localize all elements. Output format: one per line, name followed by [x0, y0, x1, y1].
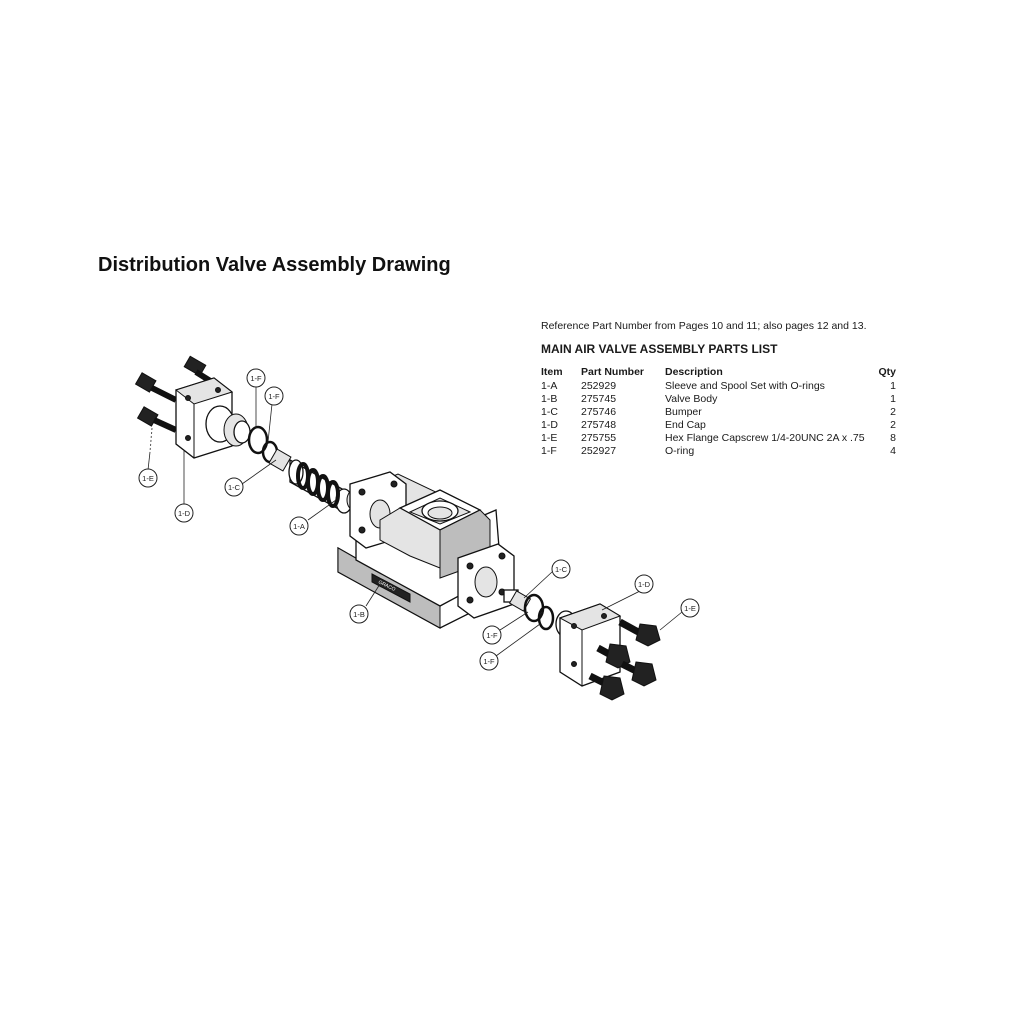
cell-item: 1-A: [541, 380, 558, 392]
left-capscrew-upper: [183, 355, 214, 385]
table-row: 1-B 275745 Valve Body 1: [541, 393, 896, 406]
callout-1D-right: 1-D: [634, 574, 654, 594]
callout-1F-right-lower: 1-F: [479, 651, 499, 671]
callout-1F-left-top: 1-F: [246, 368, 266, 388]
callout-1B: 1-B: [349, 604, 369, 624]
reference-note: Reference Part Number from Pages 10 and …: [541, 320, 867, 332]
right-capscrew-upper: [618, 618, 661, 647]
left-end-cap: [174, 377, 251, 459]
left-o-ring-1: [247, 425, 269, 455]
parts-list-heading: MAIN AIR VALVE ASSEMBLY PARTS LIST: [541, 342, 778, 356]
callout-1E-right: 1-E: [680, 598, 700, 618]
right-o-ring-1: [523, 593, 545, 623]
callout-1D-left: 1-D: [174, 503, 194, 523]
left-bumper: [268, 448, 292, 472]
callout-1C-right: 1-C: [551, 559, 571, 579]
cell-part-number: 275748: [581, 419, 617, 431]
callout-1A: 1-A: [289, 516, 309, 536]
svg-text:1-A: 1-A: [293, 522, 305, 531]
cell-qty: 1: [890, 380, 896, 392]
right-capscrew-mid-2: [620, 660, 657, 687]
cell-part-number: 252929: [581, 380, 617, 392]
cell-qty: 2: [890, 419, 896, 431]
svg-text:1-F: 1-F: [250, 374, 262, 383]
cell-part-number: 275755: [581, 432, 617, 444]
callout-1E-left: 1-E: [138, 468, 158, 488]
cell-qty: 2: [890, 406, 896, 418]
cell-description: Sleeve and Spool Set with O-rings: [665, 380, 825, 392]
cell-item: 1-C: [541, 406, 558, 418]
right-end-cap: [555, 603, 622, 687]
cell-item: 1-F: [541, 445, 557, 457]
left-capscrew-upper-2: [134, 372, 178, 403]
svg-text:1-D: 1-D: [178, 509, 191, 518]
cell-part-number: 252927: [581, 445, 617, 457]
svg-text:1-E: 1-E: [684, 604, 696, 613]
right-o-ring-2: [537, 605, 555, 631]
svg-text:1-D: 1-D: [638, 580, 651, 589]
cell-description: Hex Flange Capscrew 1/4-20UNC 2A x .75: [665, 432, 865, 444]
cell-part-number: 275745: [581, 393, 617, 405]
cell-qty: 1: [890, 393, 896, 405]
svg-text:1-F: 1-F: [483, 657, 495, 666]
parts-table: Item Part Number Description Qty 1-A 252…: [541, 366, 896, 458]
column-header-description: Description: [665, 366, 723, 378]
svg-text:1-C: 1-C: [555, 565, 568, 574]
cell-qty: 8: [890, 432, 896, 444]
svg-text:1-F: 1-F: [486, 631, 498, 640]
column-header-qty: Qty: [878, 366, 896, 378]
table-row: 1-F 252927 O-ring 4: [541, 445, 896, 458]
valve-body: GRACO: [337, 471, 519, 629]
svg-text:1-B: 1-B: [353, 610, 365, 619]
table-row: 1-C 275746 Bumper 2: [541, 406, 896, 419]
column-header-item: Item: [541, 366, 563, 378]
parts-table-header: Item Part Number Description Qty: [541, 366, 896, 380]
callout-1F-left-second: 1-F: [264, 386, 284, 406]
cell-description: End Cap: [665, 419, 706, 431]
callout-1C-left: 1-C: [224, 477, 244, 497]
cell-qty: 4: [890, 445, 896, 457]
cell-item: 1-B: [541, 393, 558, 405]
cell-description: Bumper: [665, 406, 702, 418]
table-row: 1-E 275755 Hex Flange Capscrew 1/4-20UNC…: [541, 432, 896, 445]
left-capscrew-lower: [136, 406, 178, 433]
page-title: Distribution Valve Assembly Drawing: [98, 254, 451, 276]
cell-description: Valve Body: [665, 393, 718, 405]
cell-description: O-ring: [665, 445, 695, 457]
cell-item: 1-D: [541, 419, 558, 431]
parts-list-panel: Reference Part Number from Pages 10 and …: [541, 320, 911, 458]
svg-text:1-C: 1-C: [228, 483, 241, 492]
left-capscrew-lower-2: [149, 427, 153, 453]
column-header-part-number: Part Number: [581, 366, 645, 378]
svg-text:1-F: 1-F: [268, 392, 280, 401]
cell-item: 1-E: [541, 432, 558, 444]
callout-1F-right-upper: 1-F: [482, 625, 502, 645]
table-row: 1-D 275748 End Cap 2: [541, 419, 896, 432]
table-row: 1-A 252929 Sleeve and Spool Set with O-r…: [541, 380, 896, 393]
svg-text:1-E: 1-E: [142, 474, 154, 483]
cell-part-number: 275746: [581, 406, 617, 418]
right-capscrew-lower: [588, 672, 625, 701]
